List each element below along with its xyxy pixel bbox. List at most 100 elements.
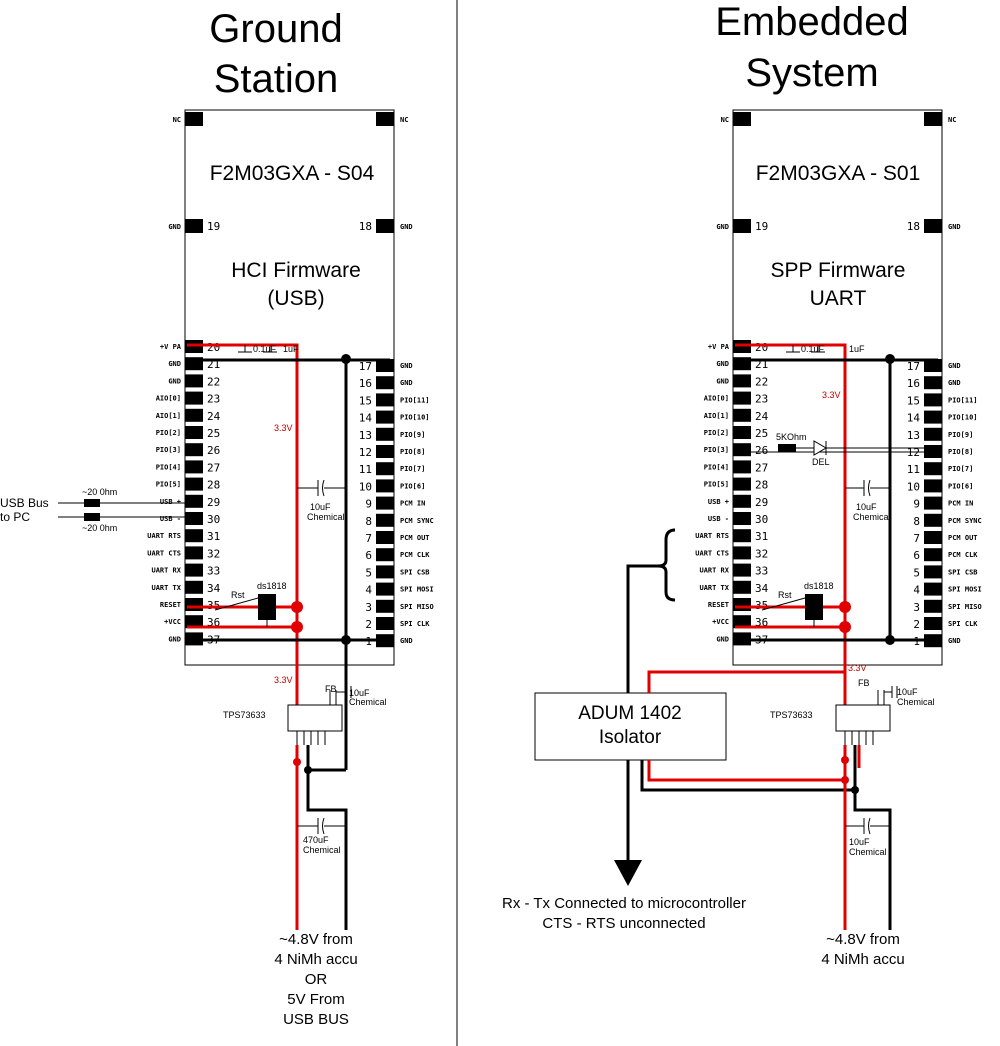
- pin-pad: [376, 359, 394, 372]
- pin-num-34: 34: [207, 582, 221, 595]
- led-resistor: [778, 444, 796, 452]
- pin-num-25: 25: [207, 427, 220, 440]
- pin-name-16: GND: [400, 379, 413, 387]
- pin-name-12: PIO[8]: [948, 448, 973, 456]
- pin-name-16: GND: [948, 379, 961, 387]
- pin-pad: [733, 546, 751, 560]
- pin-num-31: 31: [207, 530, 220, 543]
- pin-name-9: PCM IN: [400, 500, 425, 508]
- embedded-system-section: Embedded System F2M03GXA - S01 SPP Firmw…: [502, 0, 982, 968]
- pin-name-6: PCM CLK: [948, 551, 978, 559]
- pin-num-1: 1: [913, 635, 920, 648]
- pin-name-23: AIO[0]: [156, 395, 181, 403]
- pin-num-7: 7: [365, 532, 372, 545]
- left-firmware-line1: HCI Firmware: [231, 259, 361, 282]
- pin-num-14: 14: [359, 412, 373, 425]
- pin-num-23: 23: [755, 393, 768, 406]
- pin-num-10: 10: [359, 480, 372, 493]
- left-reg-cap-line2: Chemical: [349, 697, 387, 707]
- right-reg-cap-line2: Chemical: [897, 697, 935, 707]
- pin-num-20: 20: [207, 341, 220, 354]
- pin-pad: [185, 374, 203, 388]
- pin-name-21: GND: [168, 360, 181, 368]
- right-bulk-cap-line2: Chemical: [849, 847, 887, 857]
- usb-minus-resistor: [84, 513, 100, 521]
- pin-pad: [733, 408, 751, 422]
- usb-bus-label-line2: to PC: [0, 510, 30, 524]
- pin-name-23: AIO[0]: [704, 395, 729, 403]
- pin-name-1: GND: [948, 637, 961, 645]
- pin-pad: [185, 477, 203, 491]
- pin-num-7: 7: [913, 532, 920, 545]
- pin-pad: [185, 112, 203, 126]
- pin-name-10: PIO[6]: [948, 482, 973, 490]
- pin-num-24: 24: [755, 410, 769, 423]
- pin-name-33: UART RX: [699, 567, 729, 575]
- pin-name-19: GND: [716, 223, 729, 231]
- pin-name-4: SPI MOSI: [948, 586, 982, 594]
- pin-pad: [924, 479, 942, 493]
- pin-num-28: 28: [207, 479, 220, 492]
- pin-name-34: UART TX: [699, 584, 729, 592]
- left-cap10-line2: Chemical: [307, 512, 345, 522]
- right-cap-pa-1uf: 1uF: [849, 344, 865, 354]
- uart-brace: [657, 528, 676, 602]
- left-power-line3: OR: [305, 971, 328, 988]
- pin-num-4: 4: [913, 584, 920, 597]
- pin-name-8: PCM SYNC: [400, 517, 434, 525]
- pin-pad: [733, 529, 751, 543]
- pin-pad: [185, 580, 203, 594]
- pin-pad: [376, 462, 394, 476]
- pin-name-14: PIO[10]: [400, 414, 430, 422]
- pin-name-27: PIO[4]: [704, 463, 729, 471]
- pin-name-1: GND: [400, 637, 413, 645]
- pin-pad: [924, 531, 942, 544]
- pin-name-34: UART TX: [151, 584, 181, 592]
- pin-pad: [376, 617, 394, 630]
- pin-name-30: USB -: [708, 515, 729, 523]
- pin-name-5: SPI CSB: [400, 568, 430, 576]
- pin-name-3: SPI MISO: [948, 603, 982, 611]
- right-led-label: DEL: [812, 457, 830, 467]
- pin-name-37: GND: [168, 635, 181, 643]
- pin-num-5: 5: [365, 566, 372, 579]
- left-title-line2: Station: [214, 57, 339, 101]
- pin-name-12: PIO[8]: [400, 448, 425, 456]
- right-title-line1: Embedded: [715, 0, 908, 44]
- pin-name-31: UART RTS: [695, 532, 729, 540]
- pin-pad: [924, 376, 942, 390]
- right-bulk-cap-line1: 10uF: [849, 837, 870, 847]
- pin-name-5: SPI CSB: [948, 568, 978, 576]
- isolator-line1: ADUM 1402: [578, 703, 682, 724]
- pin-name-22: GND: [716, 377, 729, 385]
- right-cap10-line1: 10uF: [856, 502, 877, 512]
- pin-pad: [376, 565, 394, 579]
- pin-num-13: 13: [359, 429, 372, 442]
- pin-name-nc-left: NC: [721, 116, 729, 124]
- pin-name-nc-right: NC: [948, 116, 956, 124]
- pin-num-16: 16: [907, 377, 920, 390]
- pin-pad: [376, 496, 394, 510]
- pin-name-8: PCM SYNC: [948, 517, 982, 525]
- right-cap10-line2: Chemical: [853, 512, 891, 522]
- left-3v3-label-b: 3.3V: [274, 675, 293, 685]
- pin-name-33: UART RX: [151, 567, 181, 575]
- pin-name-14: PIO[10]: [948, 414, 978, 422]
- pin-num-2: 2: [913, 618, 920, 631]
- left-reg-cap-line1: 10uF: [349, 688, 370, 698]
- pin-name-2: SPI CLK: [400, 620, 430, 628]
- left-3v3-label-a: 3.3V: [274, 423, 293, 433]
- pin-num-27: 27: [207, 461, 220, 474]
- right-title-line2: System: [745, 51, 878, 95]
- right-firmware-line2: UART: [810, 287, 867, 310]
- right-power-line2: 4 NiMh accu: [821, 951, 904, 968]
- pin-pad: [924, 359, 942, 372]
- pin-name-36: +VCC: [712, 618, 729, 626]
- left-title-line1: Ground: [209, 7, 342, 51]
- pin-pad: [924, 513, 942, 527]
- pin-pad: [185, 598, 203, 611]
- left-regulator: TPS73633 FB 10uF Chemical: [223, 684, 387, 745]
- pin-name-37: GND: [716, 635, 729, 643]
- pin-pad: [733, 477, 751, 491]
- right-regulator: TPS73633 FB 10uF Chemical: [770, 678, 935, 745]
